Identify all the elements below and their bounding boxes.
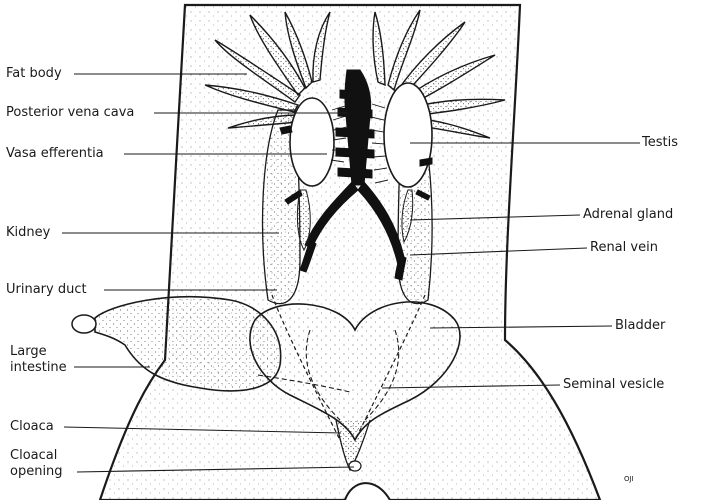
label-adrenal-gland: Adrenal gland: [583, 207, 673, 222]
label-seminal-vesicle: Seminal vesicle: [563, 377, 664, 392]
label-testis: Testis: [642, 135, 678, 150]
label-posterior-vena-cava: Posterior vena cava: [6, 105, 134, 120]
cloacal-opening: [349, 461, 361, 471]
label-cloacal-opening-line1: Cloacal: [10, 448, 57, 463]
label-cloaca: Cloaca: [10, 419, 54, 434]
label-fat-body: Fat body: [6, 66, 62, 81]
testis-right: [384, 83, 432, 187]
label-renal-vein: Renal vein: [590, 240, 658, 255]
label-kidney: Kidney: [6, 225, 50, 240]
testis-left: [290, 98, 334, 186]
label-bladder: Bladder: [615, 318, 665, 333]
label-cloacal-opening-line2: opening: [10, 464, 63, 479]
label-large-intestine-line1: Large: [10, 344, 47, 359]
label-vasa-efferentia: Vasa efferentia: [6, 146, 104, 161]
artist-signature: OJI: [624, 475, 634, 483]
label-urinary-duct: Urinary duct: [6, 282, 87, 297]
label-large-intestine-line2: intestine: [10, 360, 67, 375]
intestine-stump: [72, 315, 96, 333]
